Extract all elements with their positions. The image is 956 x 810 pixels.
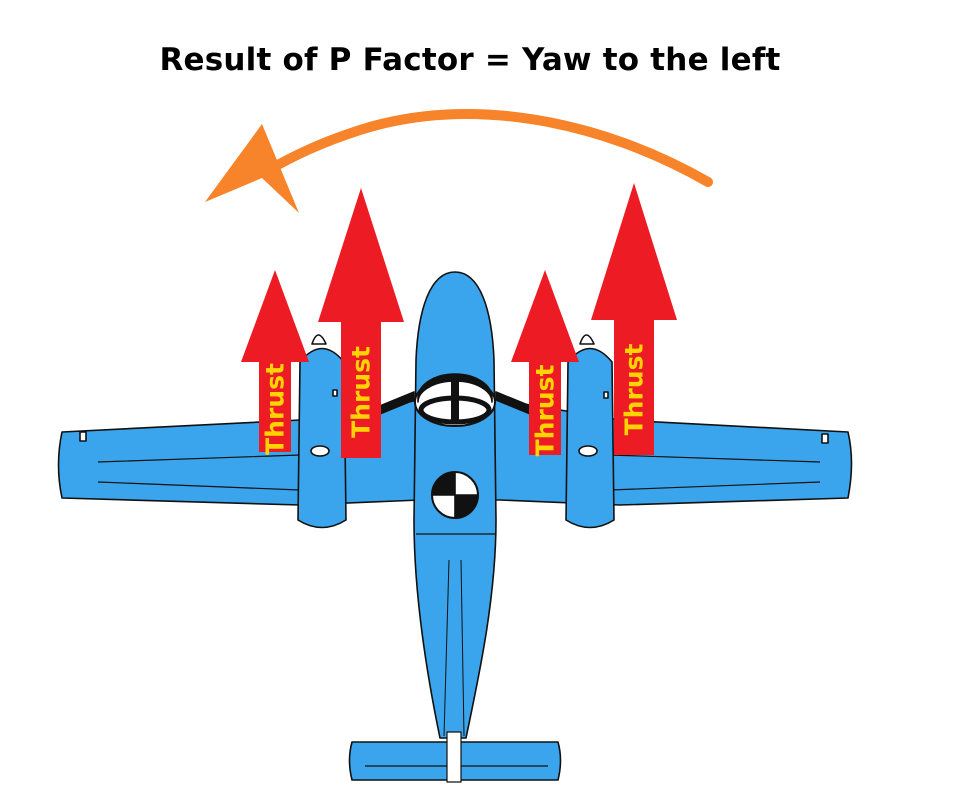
- thrust-arrow-shape: [241, 270, 309, 452]
- thrust-arrow-shape: [591, 183, 677, 455]
- thrust-arrow-3: Thrust: [511, 270, 579, 456]
- thrust-arrow-1: Thrust: [241, 270, 309, 455]
- diagram-title: Result of P Factor = Yaw to the left: [159, 42, 781, 78]
- thrust-arrows: Thrust Thrust Thrust Thrust: [241, 183, 677, 458]
- thrust-arrow-shape: [511, 270, 579, 455]
- thrust-arrow-4: Thrust: [591, 183, 677, 455]
- twin-engine-aircraft: [57, 271, 853, 783]
- right-engine-nacelle: [565, 347, 615, 529]
- thrust-label: Thrust: [261, 363, 290, 455]
- yaw-left-arrow: [205, 109, 713, 213]
- thrust-label: Thrust: [347, 346, 376, 438]
- thrust-label: Thrust: [531, 365, 560, 457]
- left-engine-nacelle: [297, 347, 347, 529]
- thrust-label: Thrust: [620, 344, 649, 436]
- center-of-gravity-icon: [431, 471, 479, 519]
- thrust-arrow-2: Thrust: [318, 188, 404, 458]
- thrust-arrow-shape: [318, 188, 404, 458]
